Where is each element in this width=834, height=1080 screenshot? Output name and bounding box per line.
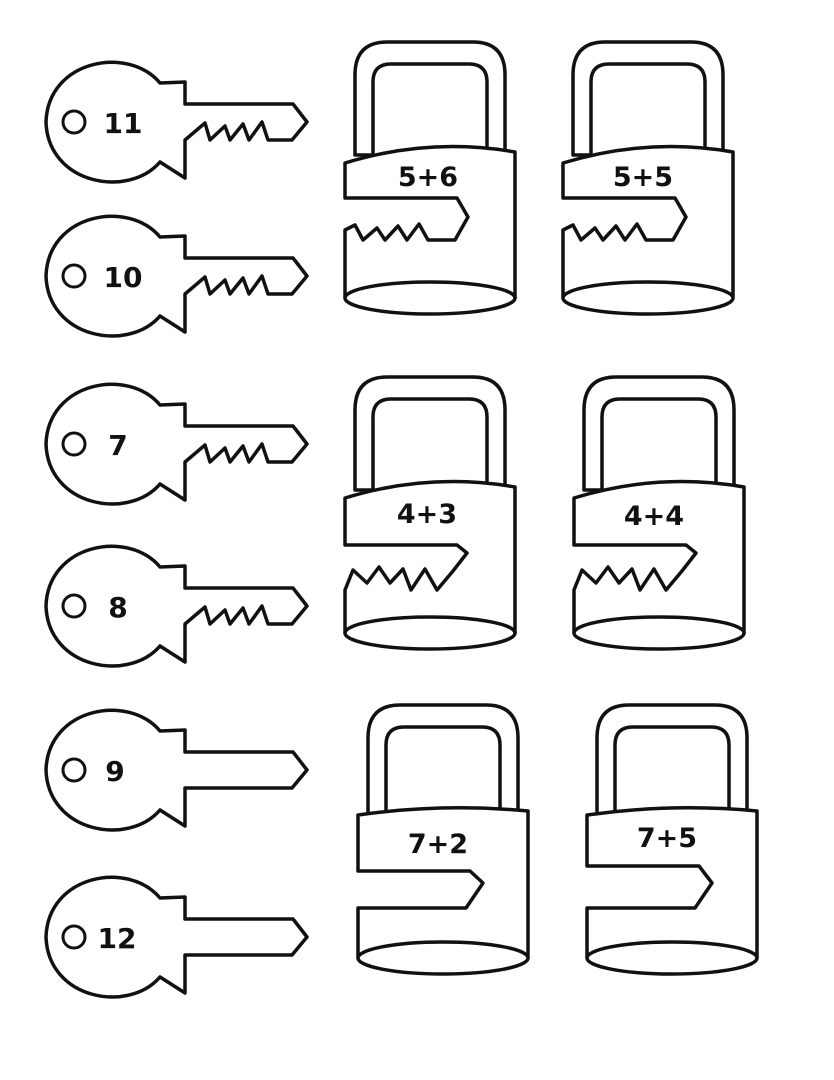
key-hole-icon <box>61 924 87 950</box>
padlock-shackle <box>571 40 725 157</box>
key-number: 7 <box>108 429 127 462</box>
key-hole-icon <box>61 431 87 457</box>
padlock-sum: 5+6 <box>398 162 458 193</box>
padlock-shackle <box>353 375 507 492</box>
key-number: 8 <box>108 591 127 624</box>
key-hole-icon <box>61 263 87 289</box>
padlock-shackle <box>353 40 507 157</box>
key-outline <box>44 875 309 999</box>
key-outline <box>44 382 309 506</box>
key[interactable]: 8 <box>44 544 309 668</box>
padlock-sum: 7+2 <box>408 829 468 860</box>
padlock[interactable]: 4+4 <box>572 375 746 651</box>
padlock[interactable]: 5+6 <box>343 40 517 316</box>
key[interactable]: 9 <box>44 708 309 832</box>
padlock-sum: 5+5 <box>613 162 673 193</box>
padlock-base <box>356 940 530 976</box>
padlock[interactable]: 7+5 <box>585 703 759 976</box>
padlock-base <box>343 280 517 316</box>
key-number: 9 <box>105 755 124 788</box>
padlock[interactable]: 5+5 <box>561 40 735 316</box>
key-number: 10 <box>104 261 143 294</box>
key-hole-icon <box>61 109 87 135</box>
padlock-sum: 4+3 <box>397 499 457 530</box>
padlock-shackle <box>366 703 520 820</box>
key-outline <box>44 544 309 668</box>
padlock-base <box>585 940 759 976</box>
key-outline <box>44 214 309 338</box>
key-number: 12 <box>98 922 137 955</box>
key[interactable]: 10 <box>44 214 309 338</box>
padlock-base <box>561 280 735 316</box>
padlock-shackle <box>595 703 749 820</box>
key[interactable]: 7 <box>44 382 309 506</box>
key-hole-icon <box>61 757 87 783</box>
padlock-base <box>343 615 517 651</box>
padlock[interactable]: 7+2 <box>356 703 530 976</box>
padlock-sum: 4+4 <box>624 501 684 532</box>
padlock[interactable]: 4+3 <box>343 375 517 651</box>
key-number: 11 <box>104 107 143 140</box>
key-hole-icon <box>61 593 87 619</box>
key-outline <box>44 708 309 832</box>
key-outline <box>44 60 309 184</box>
key[interactable]: 12 <box>44 875 309 999</box>
key[interactable]: 11 <box>44 60 309 184</box>
padlock-base <box>572 615 746 651</box>
padlock-shackle <box>582 375 736 492</box>
padlock-sum: 7+5 <box>637 823 697 854</box>
